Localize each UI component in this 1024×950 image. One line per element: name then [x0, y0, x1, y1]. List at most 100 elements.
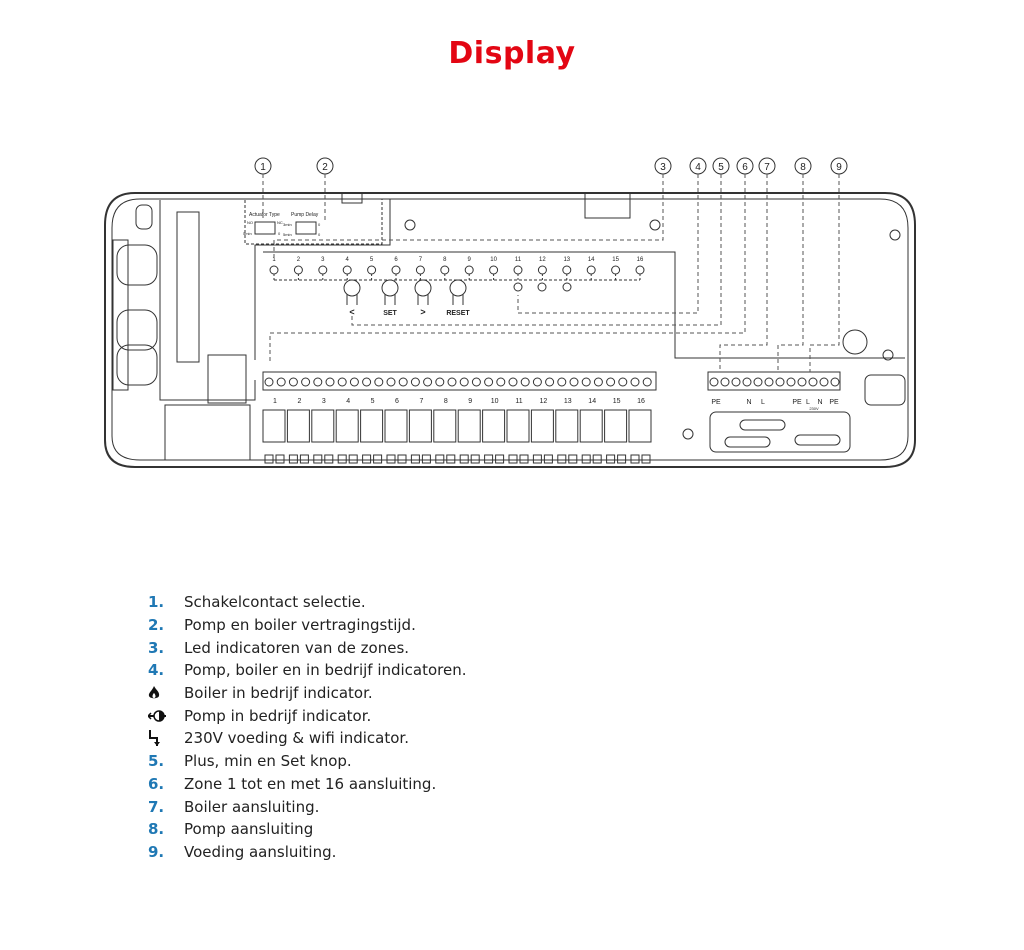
button-3[interactable]: [449, 279, 467, 297]
zone-label: 3: [322, 398, 326, 405]
callout-number: 4: [695, 162, 701, 173]
zone-label: 8: [444, 398, 448, 405]
actuator-opt: 5min: [243, 231, 252, 236]
zone-label: 11: [515, 398, 522, 405]
zone-led: [415, 265, 425, 275]
actuator-opt: 0: [278, 231, 281, 236]
legend-item: 1.Schakelcontact selectie.: [148, 591, 467, 614]
zone-led: [342, 265, 352, 275]
zone-led: [464, 265, 474, 275]
screw-terminal: [742, 377, 752, 387]
pump-icon: [148, 710, 184, 722]
legend-item: 6.Zone 1 tot en met 16 aansluiting.: [148, 773, 467, 796]
led-label: 5: [370, 257, 374, 263]
button-label: >: [420, 307, 425, 317]
legend-text: Led indicatoren van de zones.: [184, 638, 410, 657]
screw-terminal: [496, 377, 506, 387]
legend-item: 5. Plus, min en Set knop.: [148, 750, 467, 773]
power-terminal-block: [707, 371, 841, 391]
screw-terminal: [557, 377, 567, 387]
legend-number: 8.: [148, 820, 165, 839]
button-0[interactable]: [343, 279, 361, 297]
zone-label: 14: [588, 398, 596, 405]
voltage-label: 230V: [809, 406, 819, 411]
zone-connector: [360, 409, 384, 443]
legend-text: Pomp, boiler en in bedrijf indicatoren.: [184, 661, 467, 680]
zone-led: [318, 265, 328, 275]
screw-terminal: [374, 377, 384, 387]
legend-number: 3.: [148, 638, 165, 657]
callout-number: 7: [764, 162, 770, 173]
screw-terminal: [775, 377, 785, 387]
screw-terminal: [786, 377, 796, 387]
zone-label: 13: [564, 398, 572, 405]
board-inner-outline: [111, 198, 909, 461]
screw-terminal: [709, 377, 719, 387]
led-label: 16: [637, 257, 644, 263]
zone-connector: [433, 409, 457, 443]
legend-text: Plus, min en Set knop.: [184, 752, 352, 771]
legend-item: Boiler in bedrijf indicator.: [148, 682, 467, 705]
flame-icon: [148, 686, 184, 700]
zone-connector: [408, 409, 432, 443]
zone-led: [293, 265, 303, 275]
screw-terminal: [618, 377, 628, 387]
screw-terminal: [797, 377, 807, 387]
left-terminal-block: [176, 211, 200, 363]
legend-item: 3. Led indicatoren van de zones.: [148, 636, 467, 659]
zone-label: 2: [297, 398, 301, 405]
zone-connector: [457, 409, 481, 443]
led-label: 7: [419, 257, 423, 263]
led-label: 14: [588, 257, 595, 263]
led-label: 1: [272, 257, 276, 263]
pump-delay-label: Pump Delay: [291, 212, 319, 218]
zone-led: [611, 265, 621, 275]
legend-number: 2.: [148, 616, 165, 635]
power-label: L: [806, 399, 810, 406]
legend-text: Boiler aansluiting.: [184, 797, 320, 816]
legend-number: 4.: [148, 661, 165, 680]
screw-terminal: [808, 377, 818, 387]
legend-text: 230V voeding & wifi indicator.: [184, 729, 409, 748]
screw-terminal: [819, 377, 829, 387]
zone-connector: [384, 409, 408, 443]
zone-connector: [262, 409, 286, 443]
legend-number: 9.: [148, 842, 165, 861]
zone-connector: [555, 409, 579, 443]
zone-label: 5: [371, 398, 375, 405]
zone-label: 6: [395, 398, 399, 405]
zone-led: [537, 265, 547, 275]
zone-connector: [311, 409, 335, 443]
callout-number: 5: [718, 162, 724, 173]
legend-list: 1.Schakelcontact selectie.2.Pomp en boil…: [148, 591, 467, 863]
screw-terminal: [301, 377, 311, 387]
zone-led: [367, 265, 377, 275]
zone-connector: [579, 409, 603, 443]
button-label: <: [349, 307, 354, 317]
actuator-type-label: Actuator Type: [249, 212, 280, 218]
led-label: 6: [394, 257, 398, 263]
screw-terminal: [459, 377, 469, 387]
power-label: PE: [829, 399, 839, 406]
screw-terminal: [349, 377, 359, 387]
legend-text: Zone 1 tot en met 16 aansluiting.: [184, 774, 437, 793]
legend-item: 7.Boiler aansluiting.: [148, 795, 467, 818]
zone-terminal-block: [262, 371, 657, 391]
legend-item: 4. Pomp, boiler en in bedrijf indicatoren…: [148, 659, 467, 682]
zone-label: 12: [540, 398, 548, 405]
zone-connector: [506, 409, 530, 443]
screw-terminal: [731, 377, 741, 387]
screw-terminal: [337, 377, 347, 387]
button-label: RESET: [446, 310, 470, 317]
zone-led: [489, 265, 499, 275]
button-1[interactable]: [381, 279, 399, 297]
zone-label: 16: [637, 398, 645, 405]
pump-opt: 3min: [283, 222, 292, 227]
led-label: 11: [515, 257, 522, 263]
button-2[interactable]: [414, 279, 432, 297]
callout-number: 3: [660, 162, 666, 173]
board-outline: [104, 192, 916, 468]
pump-opt: 5min: [283, 232, 292, 237]
legend-number: 5.: [148, 752, 165, 771]
legend-number: 1.: [148, 593, 165, 612]
